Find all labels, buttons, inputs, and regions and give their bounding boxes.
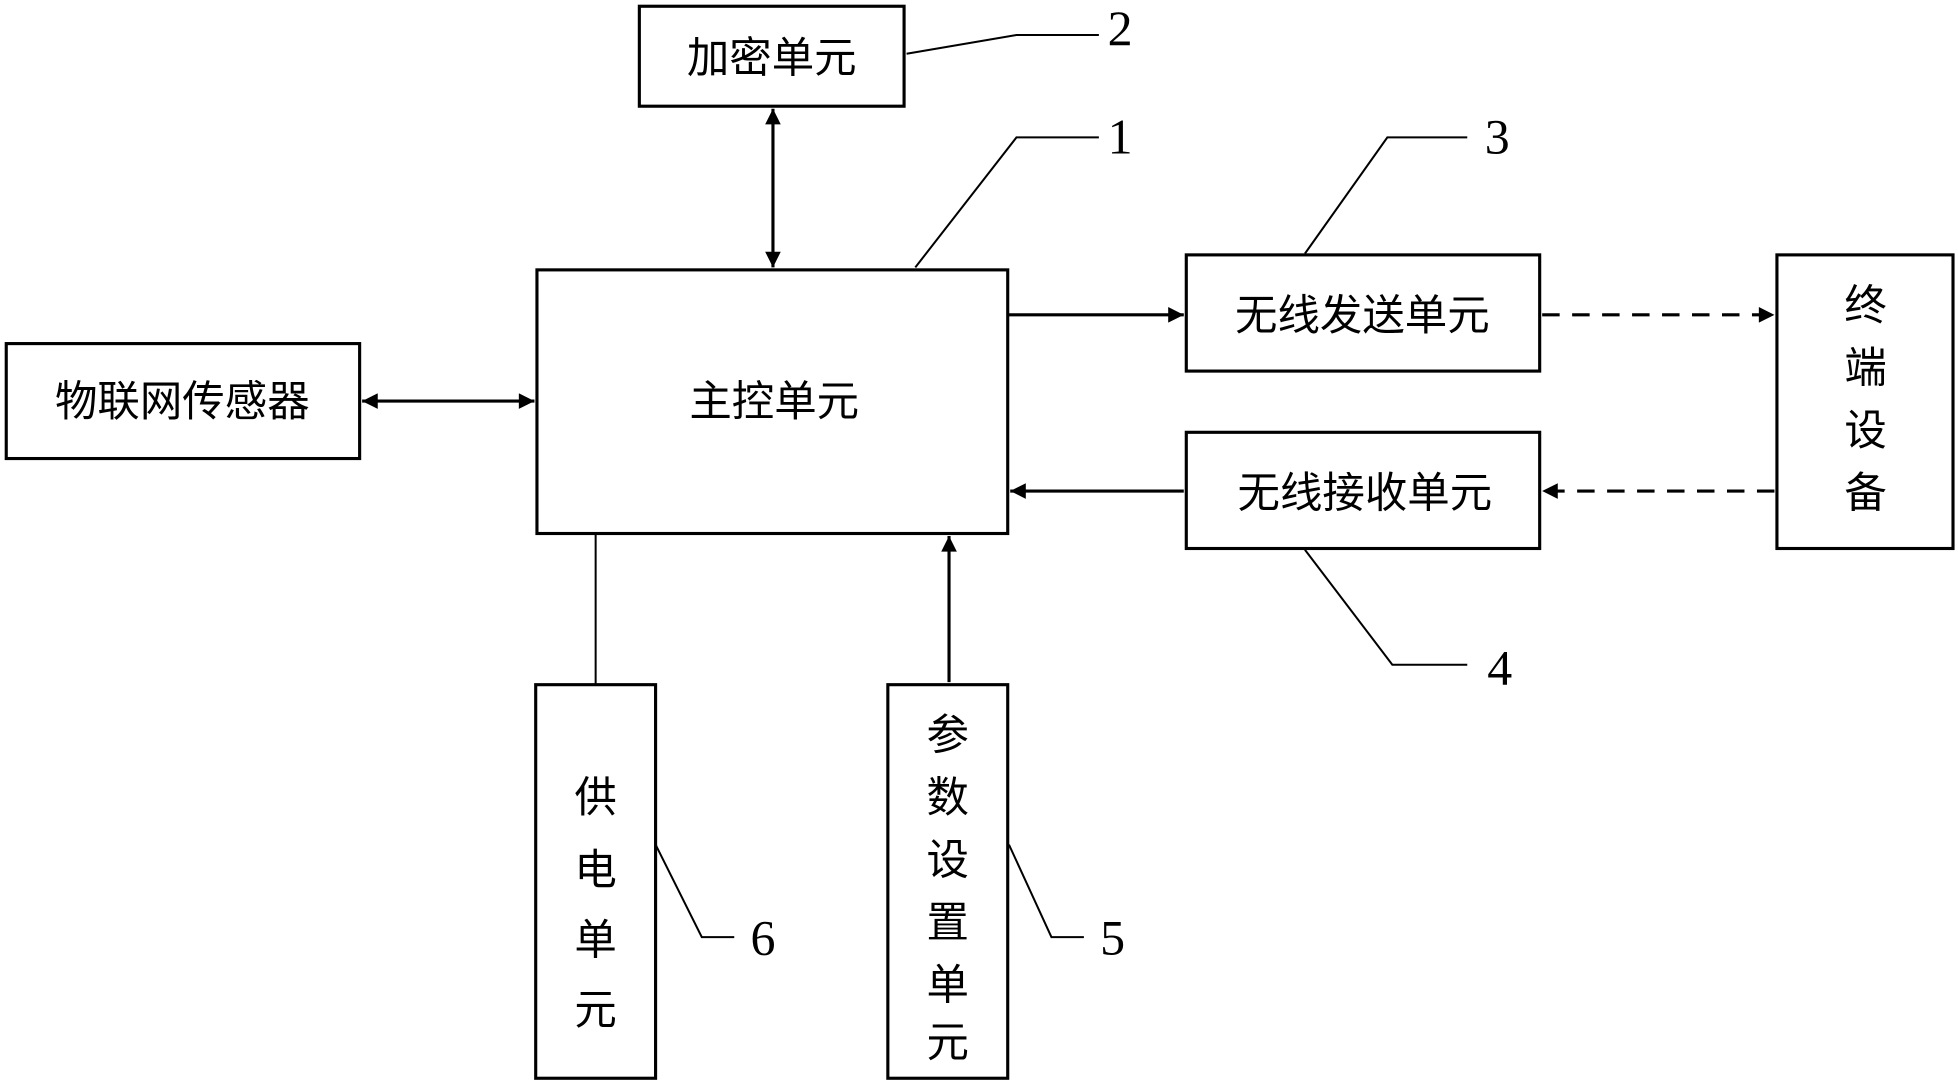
terminal-char: 终 [1844, 282, 1886, 331]
encryption-unit-label: 加密单元 [687, 34, 857, 83]
param-char: 设 [927, 837, 969, 886]
param-char: 元 [927, 1019, 969, 1068]
callout-leader-3 [1304, 136, 1468, 255]
iot-sensor-label: 物联网传感器 [55, 378, 310, 427]
wireless-receive-block: 无线接收单元 [1184, 430, 1542, 551]
callout-number-2: 2 [1108, 0, 1133, 56]
power-char: 电 [574, 847, 616, 896]
terminal-char: 设 [1844, 407, 1886, 456]
iot-sensor-block: 物联网传感器 [4, 342, 362, 461]
terminal-char: 端 [1844, 344, 1886, 393]
callout-number-6: 6 [750, 910, 775, 966]
wireless-send-label: 无线发送单元 [1235, 292, 1490, 341]
terminal-device-block: 终 端 设 备 [1775, 253, 1955, 551]
callout-leader-2 [906, 33, 1099, 55]
power-char: 单 [574, 917, 616, 966]
terminal-char: 备 [1844, 469, 1886, 518]
power-unit-block: 供 电 单 元 [534, 683, 658, 1080]
callout-number-4: 4 [1487, 640, 1512, 696]
wireless-receive-label: 无线接收单元 [1238, 469, 1493, 518]
callout-number-5: 5 [1100, 910, 1125, 966]
power-char: 供 [574, 774, 616, 823]
param-char: 参 [927, 712, 969, 761]
main-control-block: 主控单元 [535, 268, 1010, 536]
callout-leader-5 [1008, 844, 1084, 939]
main-control-label: 主控单元 [689, 378, 859, 427]
callout-leader-4 [1304, 549, 1468, 666]
param-setting-block: 参 数 设 置 单 元 [886, 683, 1010, 1080]
callout-number-1: 1 [1108, 109, 1133, 165]
param-char: 单 [927, 962, 969, 1011]
param-char: 数 [927, 774, 969, 823]
param-char: 置 [927, 899, 969, 948]
power-char: 元 [574, 987, 616, 1036]
callout-leader-1 [914, 136, 1099, 268]
wireless-send-block: 无线发送单元 [1184, 253, 1542, 373]
callout-leader-6 [654, 844, 735, 939]
encryption-unit-block: 加密单元 [637, 4, 906, 108]
callout-number-3: 3 [1485, 109, 1510, 165]
